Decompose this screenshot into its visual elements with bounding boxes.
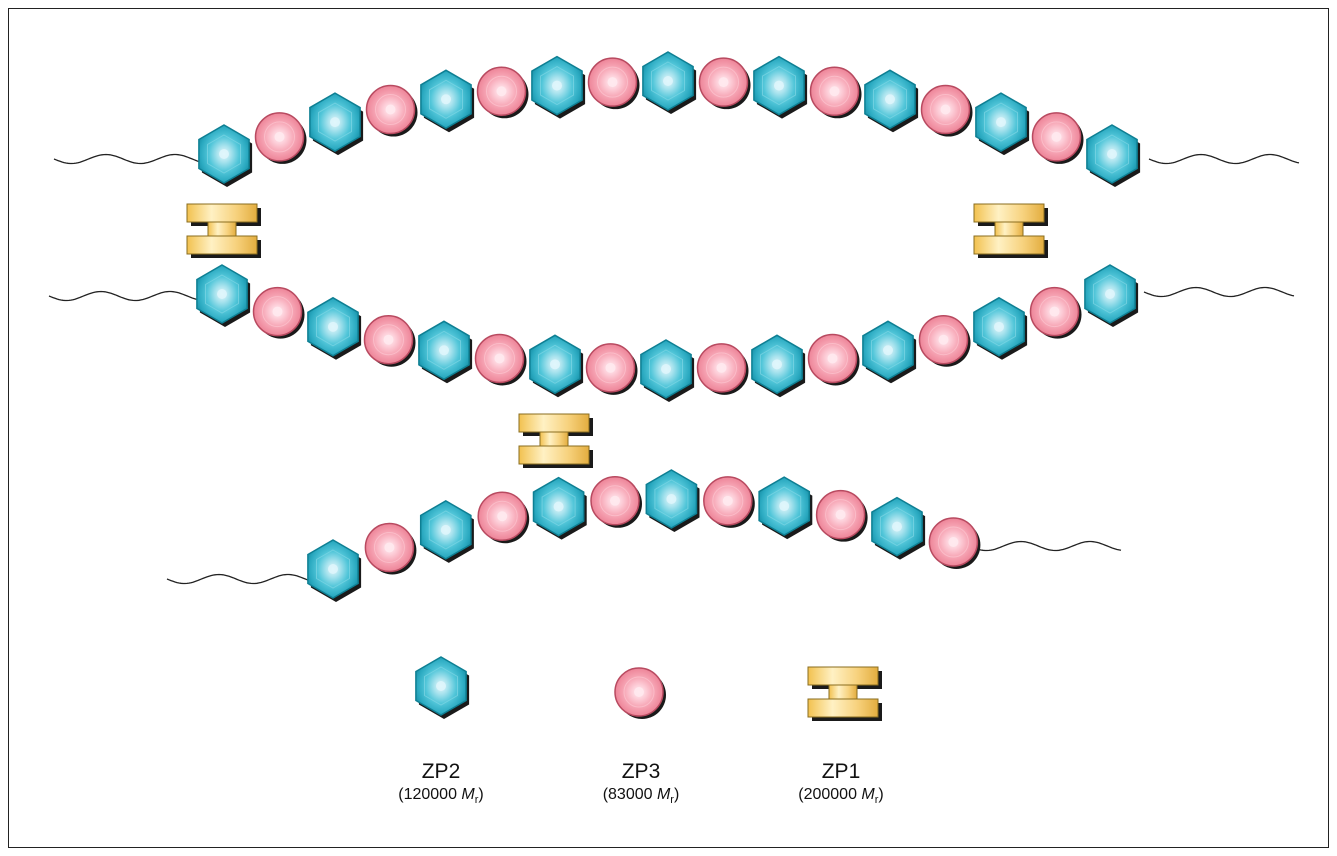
filament3-zp2-hexagon-icon (419, 500, 474, 563)
legend-zp2-mass: (120000 Mr) (398, 786, 484, 807)
filament3-zp2-hexagon-icon (645, 469, 700, 532)
filament2-zp3-sphere-icon (252, 286, 305, 339)
filament2-zp2-hexagon-icon (751, 334, 806, 398)
filament1-zp2-hexagon-icon (420, 69, 475, 133)
filament3-left-tail (166, 573, 310, 585)
filament2-zp2-hexagon-icon (1084, 264, 1139, 327)
filament1-zp2-hexagon-icon (531, 55, 586, 119)
filament1-zp3-sphere-icon (476, 66, 529, 119)
filament-layer (48, 153, 1300, 585)
legend-zp3-mass: (83000 Mr) (602, 786, 680, 807)
legend-zp3: ZP3 (83000 Mr) (561, 759, 721, 810)
filament1-zp3-sphere-icon (587, 57, 640, 110)
filament3-zp3-sphere-icon (590, 476, 642, 528)
filament1-zp3-sphere-icon (809, 66, 862, 119)
filament1-zp2-hexagon-icon (753, 55, 808, 119)
filament2-zp2-hexagon-icon (307, 296, 362, 360)
filament1-left-tail (53, 153, 205, 165)
filament3-zp3-sphere-icon (928, 517, 981, 569)
filament2-zp3-sphere-icon (1029, 286, 1082, 339)
filament3-right-tail (968, 540, 1122, 552)
legend-zp1-name: ZP1 (821, 760, 861, 783)
filament3-zp3-sphere-icon (477, 491, 530, 544)
legend-zp2-name: ZP2 (421, 760, 461, 783)
filament1-zp3-sphere-icon (698, 57, 751, 110)
filament3-zp3-sphere-icon (364, 522, 417, 575)
filament2-zp3-sphere-icon (363, 314, 416, 367)
filament3-zp2-hexagon-icon (307, 539, 362, 602)
filament1-zp2-hexagon-icon (642, 51, 697, 114)
filament2-zp2-hexagon-icon (529, 334, 584, 398)
filament2-zp2-hexagon-icon (196, 264, 251, 327)
crosslink-layer (186, 203, 1048, 468)
filament1-zp2-hexagon-icon (1086, 124, 1141, 187)
filament2-zp2-hexagon-icon (418, 320, 473, 384)
filament2-left-tail (48, 290, 200, 302)
legend-zp2: ZP2 (120000 Mr) (361, 759, 521, 810)
zp1-crosslink-right-icon (973, 203, 1048, 258)
filament2-zp2-hexagon-icon (973, 296, 1028, 360)
legend-zp1-mass: (200000 Mr) (798, 786, 884, 807)
legend-zp1-crosslink-icon (807, 666, 882, 721)
filament3-zp3-sphere-icon (815, 489, 868, 542)
zp1-crosslink-left-icon (186, 203, 261, 258)
filament1-zp3-sphere-icon (920, 84, 973, 137)
legend-zp1: ZP1 (200000 Mr) (761, 759, 921, 810)
filament1-right-tail (1148, 153, 1300, 165)
filament1-zp3-sphere-icon (254, 112, 307, 164)
legend-zp2-hexagon-icon (415, 656, 470, 719)
diagram-frame: ZP2 (120000 Mr) ZP3 (83000 Mr) ZP1 (2000… (8, 8, 1329, 848)
filament1-zp2-hexagon-icon (198, 124, 253, 187)
legend-zp3-sphere-icon (614, 667, 666, 719)
filament3-zp2-hexagon-icon (758, 476, 813, 540)
filament2-zp3-sphere-icon (696, 343, 749, 395)
filament1-zp2-hexagon-icon (864, 69, 919, 133)
filament1-zp3-sphere-icon (1031, 112, 1084, 164)
filament3-zp2-hexagon-icon (871, 496, 926, 560)
legend-zp3-name: ZP3 (621, 760, 661, 783)
filament1-zp3-sphere-icon (365, 84, 418, 137)
filament2-zp2-hexagon-icon (640, 339, 695, 402)
filament2-zp3-sphere-icon (807, 333, 860, 386)
filament2-right-tail (1143, 286, 1295, 298)
legend-icon-layer (415, 656, 882, 721)
filament1-zp2-hexagon-icon (309, 92, 364, 156)
filament2-zp3-sphere-icon (474, 333, 527, 386)
filament2-zp3-sphere-icon (585, 343, 638, 395)
protein-unit-layer (196, 51, 1141, 602)
zp1-crosslink-center-icon (518, 413, 593, 468)
filament1-zp2-hexagon-icon (975, 92, 1030, 156)
filament3-zp2-hexagon-icon (532, 476, 587, 540)
filament2-zp3-sphere-icon (918, 314, 971, 367)
filament2-zp2-hexagon-icon (862, 320, 917, 384)
zona-pellucida-filament-diagram (48, 51, 1300, 721)
filament3-zp3-sphere-icon (703, 476, 755, 528)
